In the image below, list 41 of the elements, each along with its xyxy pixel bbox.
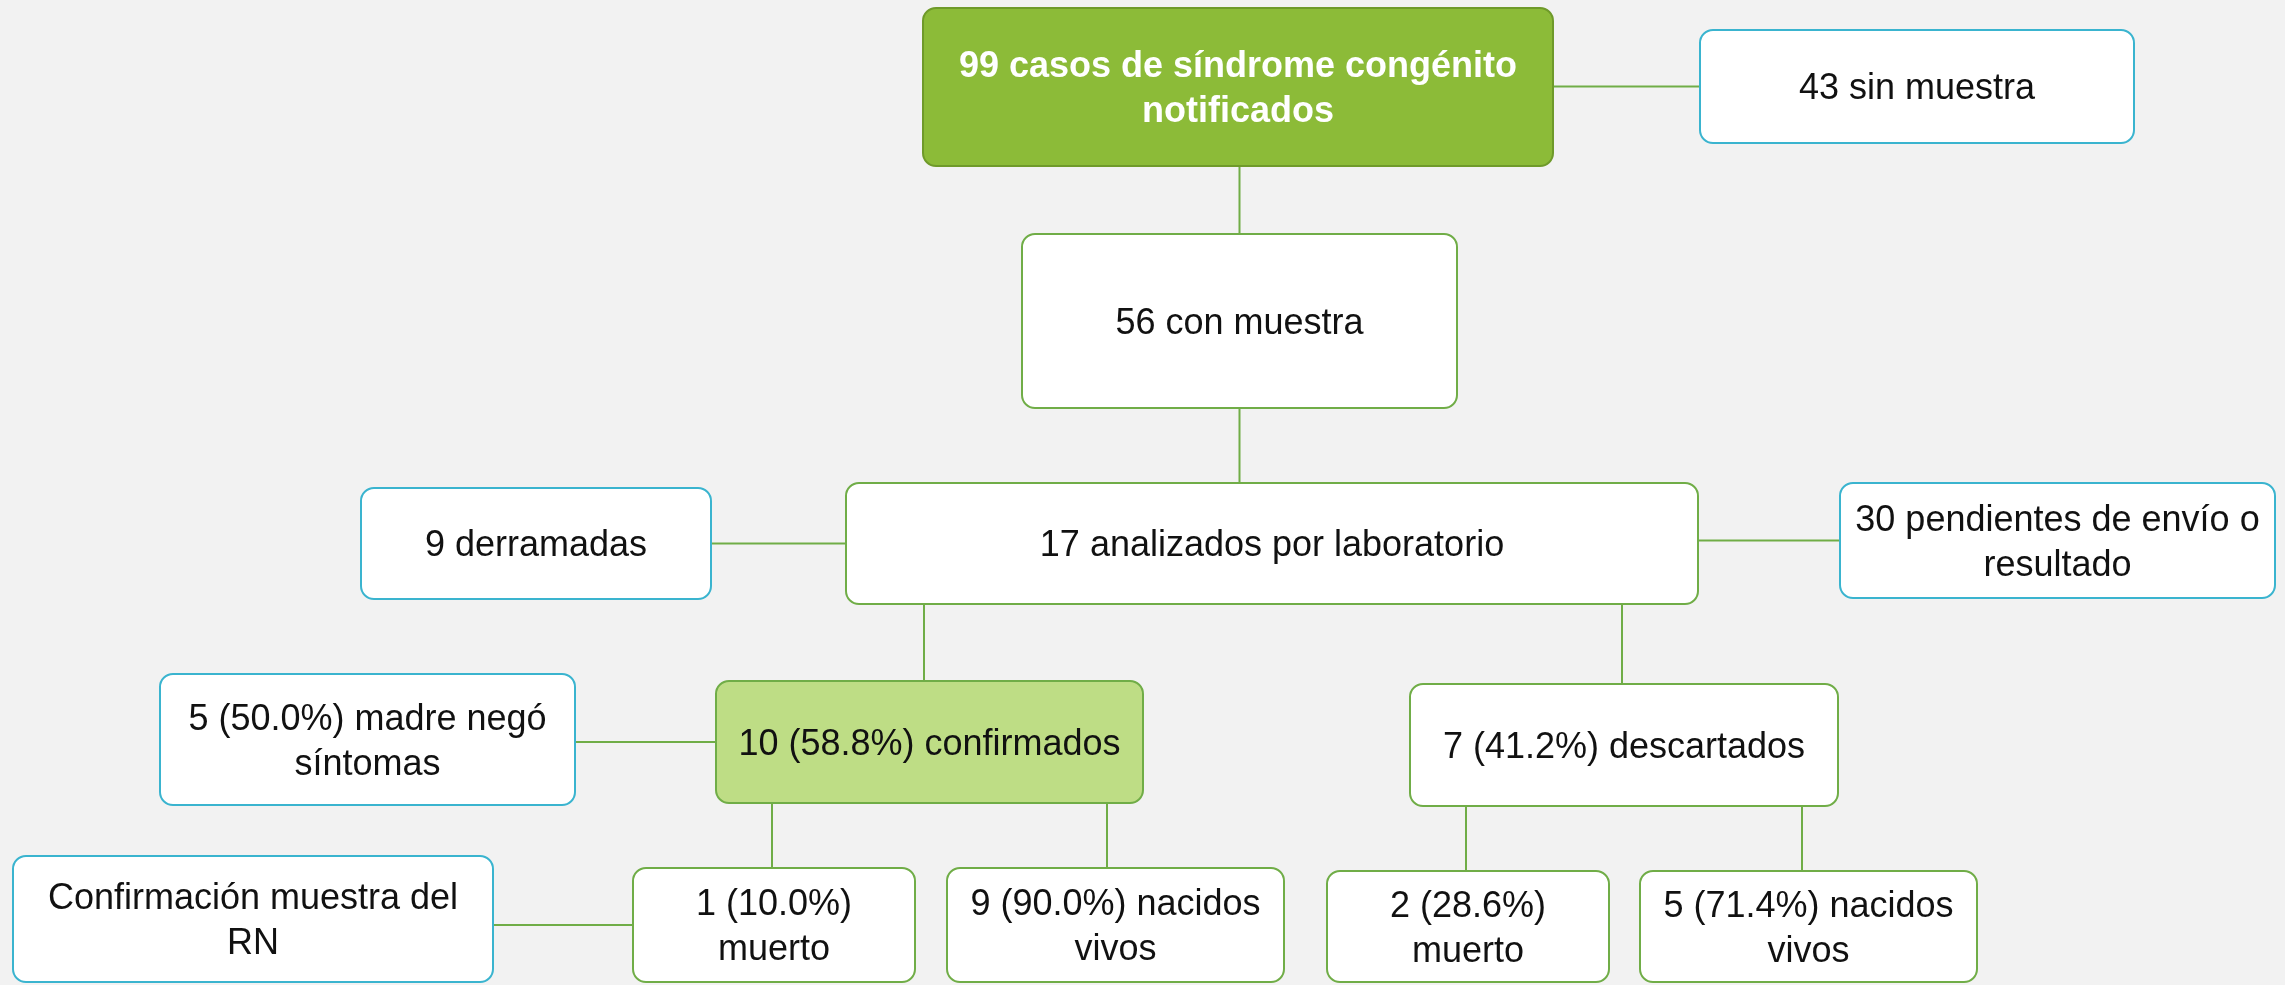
- connector-line: [1238, 408, 1241, 483]
- connector-line: [493, 924, 633, 926]
- note-box: [360, 487, 712, 600]
- connector-line: [1801, 806, 1803, 871]
- node-label: 5 (50.0%) madre negó síntomas: [187, 695, 548, 785]
- node-label: 2 (28.6%) muerto: [1388, 882, 1548, 972]
- process-box: [1021, 233, 1458, 409]
- node-label: 56 con muestra: [1115, 299, 1364, 344]
- node-label: 9 (90.0%) nacidos vivos: [969, 881, 1262, 970]
- note-box: [12, 855, 494, 983]
- node-label: 7 (41.2%) descartados: [1442, 723, 1806, 768]
- connector-line: [711, 542, 846, 545]
- node-label: 10 (58.8%) confirmados: [738, 720, 1121, 765]
- node-label: Confirmación muestra del RN: [46, 875, 460, 964]
- node-label: 43 sin muestra: [1798, 65, 2036, 109]
- connector-line: [771, 803, 773, 868]
- connector-line: [575, 741, 716, 743]
- process-box: [1326, 870, 1610, 983]
- node-label: 5 (71.4%) nacidos vivos: [1662, 882, 1955, 972]
- process-box: [632, 867, 916, 983]
- node-label: 9 derramadas: [424, 522, 648, 566]
- process-box: [1409, 683, 1839, 807]
- connector-line: [923, 604, 925, 681]
- connector-line: [1106, 803, 1108, 868]
- connector-line: [1465, 806, 1467, 871]
- node-label: 1 (10.0%) muerto: [694, 881, 854, 970]
- title-box: [922, 7, 1554, 167]
- note-box: [159, 673, 576, 806]
- connector-line: [1553, 85, 1700, 88]
- connector-line: [1698, 539, 1840, 542]
- node-label: 30 pendientes de envío o resultado: [1855, 496, 2260, 586]
- note-box: [1699, 29, 2135, 144]
- highlight-box: [715, 680, 1144, 804]
- process-box: [946, 867, 1285, 983]
- process-box: [845, 482, 1699, 605]
- connector-line: [1621, 604, 1623, 684]
- process-box: [1639, 870, 1978, 983]
- connector-line: [1238, 166, 1241, 234]
- node-label: 17 analizados por laboratorio: [1039, 522, 1505, 566]
- node-label: 99 casos de síndrome congénito notificados: [957, 43, 1519, 132]
- note-box: [1839, 482, 2276, 599]
